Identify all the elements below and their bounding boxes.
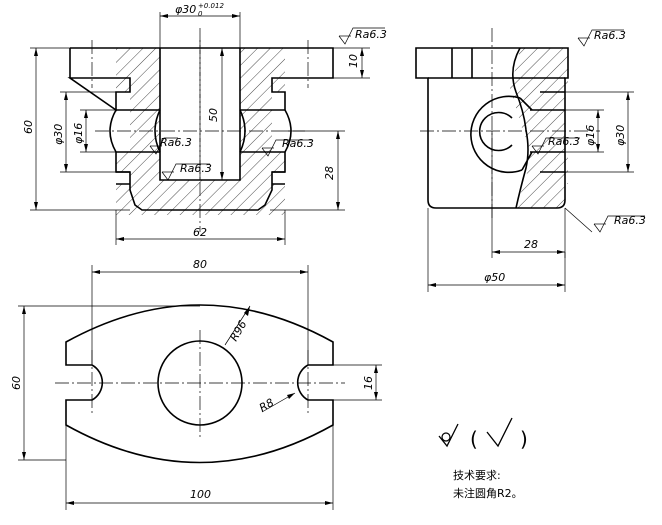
side-dimensions: φ16 φ30 Ra6.3 Ra6.3 28 φ50 (427, 29, 646, 292)
side-outline (415, 47, 569, 209)
rough-front-right: Ra6.3 (282, 137, 314, 150)
note-paren-close: ) (520, 427, 528, 451)
rough-front-top: Ra6.3 (355, 28, 387, 41)
dim-60-top: 60 (10, 376, 23, 390)
dim-phi30-front: φ30 (52, 124, 65, 145)
notes-title: 技术要求: (453, 469, 501, 482)
rough-side-hole: Ra6.3 (548, 135, 580, 148)
dim-60-front: 60 (22, 120, 35, 134)
front-hole-inner-right (240, 109, 272, 153)
dim-80: 80 (193, 258, 207, 271)
dim-28-front: 28 (323, 166, 336, 180)
dim-phi16-side: φ16 (584, 125, 597, 146)
dim-62: 62 (193, 226, 207, 239)
rough-front-bottom: Ra6.3 (180, 162, 212, 175)
rough-front-left: Ra6.3 (160, 136, 192, 149)
front-dimensions: φ30 +0.012 0 10 Ra6.3 60 φ30 φ16 (22, 2, 387, 245)
front-hole-left (109, 109, 130, 153)
dim-bore-text: φ30 (175, 3, 196, 16)
roughness-check-icon (486, 417, 513, 448)
dim-10: 10 (347, 54, 360, 68)
general-roughness-note: ( ) (438, 417, 528, 451)
dim-28-side: 28 (524, 238, 538, 251)
front-view (67, 28, 334, 232)
dim-r96: R96 (227, 318, 249, 343)
side-view (415, 28, 600, 218)
dim-bore-tol-upper: +0.012 (198, 2, 224, 10)
dim-phi16-front: φ16 (72, 123, 85, 144)
notes-line1: 未注圆角R2。 (453, 486, 523, 500)
dim-phi50: φ50 (484, 271, 505, 284)
side-hole-edge-1 (519, 97, 533, 111)
roughness-symbol-circle (438, 423, 459, 448)
side-hole-outer (470, 95, 523, 174)
side-hole-edge-2 (521, 151, 533, 171)
dim-50-depth: 50 (207, 108, 220, 122)
top-outline (65, 304, 334, 464)
dim-bore-tol-lower: 0 (198, 10, 203, 18)
dim-16-top: 16 (362, 376, 375, 390)
side-break-line (512, 47, 529, 209)
roughness-circle-icon (441, 432, 451, 442)
note-paren-open: ( (470, 427, 478, 451)
dim-phi30-side: φ30 (614, 125, 627, 146)
top-dimensions: 80 60 R96 R8 16 100 (10, 258, 382, 510)
rough-side-base: Ra6.3 (614, 214, 646, 227)
top-view (55, 304, 345, 464)
dim-r8: R8 (257, 396, 276, 415)
dim-100: 100 (190, 488, 211, 501)
front-hole-inner-left (130, 109, 160, 153)
rough-side-top: Ra6.3 (594, 29, 626, 42)
side-hole-inner (478, 111, 513, 152)
